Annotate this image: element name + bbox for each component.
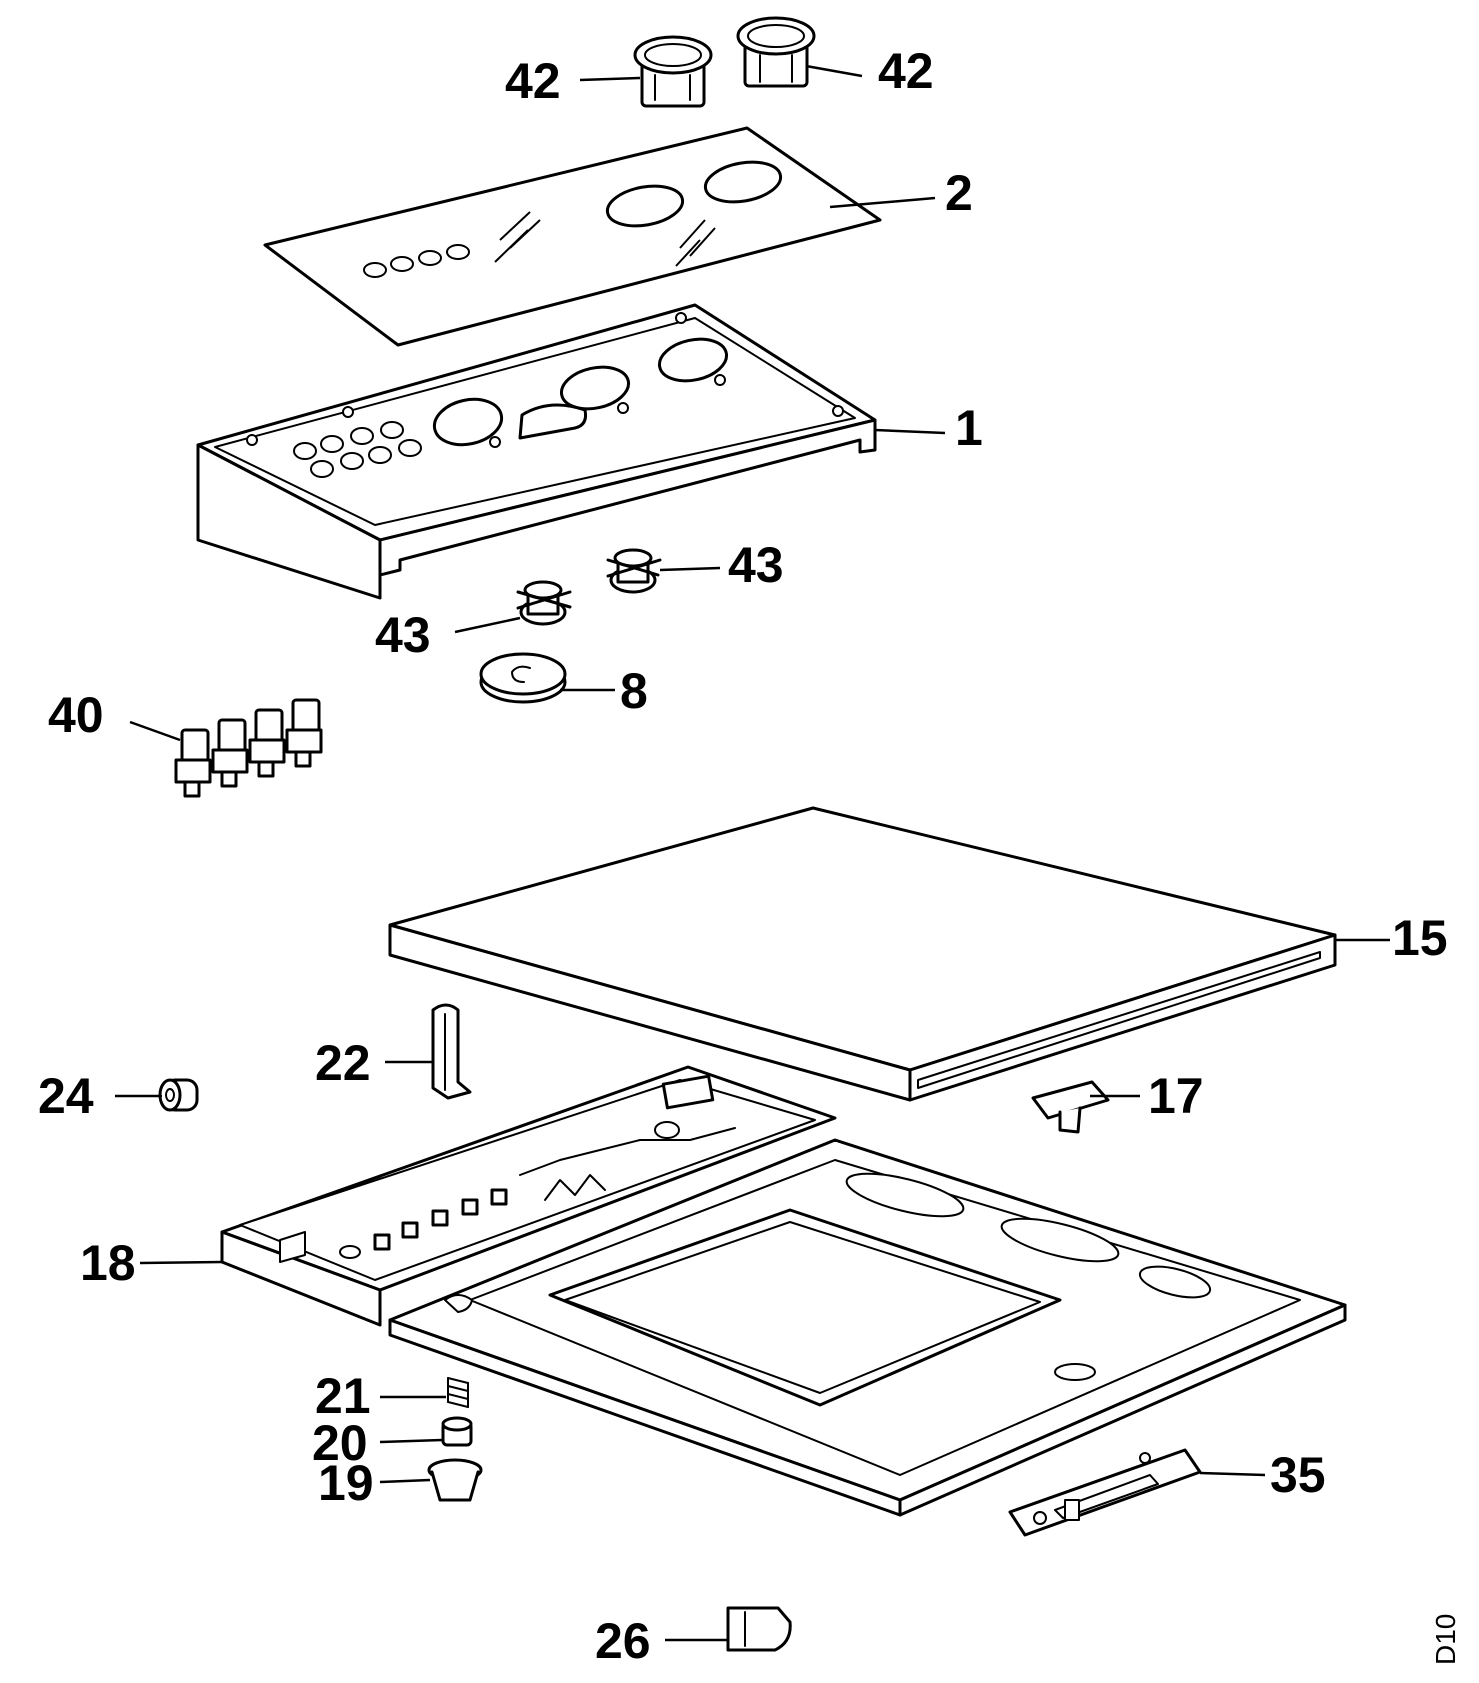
part-40-push-buttons [174,698,323,798]
part-1-control-panel-housing [196,303,877,600]
callout-43-right: 43 [728,537,784,593]
part-42-knob-left [633,35,713,108]
part-43-knob-insert-right [606,548,662,594]
callout-35: 35 [1270,1447,1326,1503]
callout-18: 18 [80,1235,136,1291]
part-20-nut [441,1416,473,1447]
callout-42-left: 42 [505,53,561,109]
callout-24: 24 [38,1068,94,1124]
callout-17: 17 [1148,1068,1204,1124]
callout-15: 15 [1392,910,1448,966]
callout-2: 2 [945,165,973,221]
callout-43-left: 43 [375,607,431,663]
part-24-bushing [158,1078,199,1112]
part-17-latch [1031,1080,1110,1134]
callout-19: 19 [318,1455,374,1511]
leader-lines [115,64,1390,1642]
callout-20: 20 [312,1415,368,1471]
part-21-spring [447,1377,469,1408]
callout-8: 8 [620,663,648,719]
part-22-hinge-clip [431,1003,472,1100]
part-26-clip [726,1606,792,1652]
callout-21: 21 [315,1368,371,1424]
part-43-knob-insert-left [516,580,572,626]
part-2-glass-panel [263,126,882,347]
callout-1: 1 [955,400,983,456]
part-19-foot [427,1458,483,1502]
callout-40: 40 [48,687,104,743]
part-35-bracket [1008,1448,1202,1537]
callout-labels: 42 42 2 1 43 43 8 40 15 22 24 17 18 21 2… [38,43,1448,1669]
part-15-lid [388,806,1337,1102]
part-42-knob-right [736,16,816,88]
callout-42-right: 42 [878,43,934,99]
callout-22: 22 [315,1035,371,1091]
callout-26: 26 [595,1613,651,1669]
top-frame-body [388,1138,1347,1517]
part-8-ring [479,652,567,704]
drawing-code: D10 [1430,1614,1461,1665]
part-18-top-frame [220,1065,837,1327]
